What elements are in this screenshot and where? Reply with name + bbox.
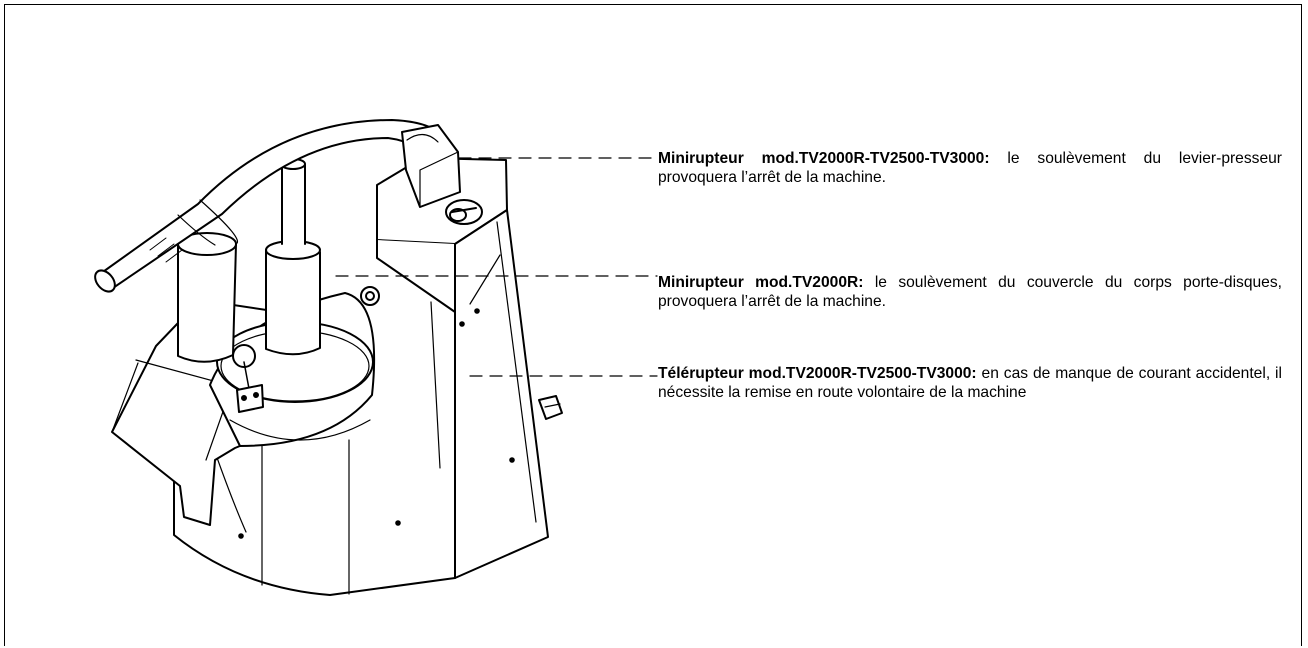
machine-lever xyxy=(94,119,461,293)
callout-lever-microswitch: Minirupteur mod.TV2000R-TV2500-TV3000: l… xyxy=(658,149,1282,187)
callout-text: en cas de manque de courant accidentel, … xyxy=(658,365,1282,401)
machine-bowl xyxy=(209,286,380,447)
callout-title: Télérupteur mod.TV2000R-TV2500-TV3000: xyxy=(658,365,977,382)
callout-text: le soulèvement du levier-presseur provoq… xyxy=(658,150,1282,186)
callout-remote-switch: Télérupteur mod.TV2000R-TV2500-TV3000: e… xyxy=(658,364,1282,402)
callout-title: Minirupteur mod.TV2000R-TV2500-TV3000: xyxy=(658,150,990,167)
callout-text: le soulèvement du couvercle du corps por… xyxy=(658,274,1282,310)
callout-lid-microswitch: Minirupteur mod.TV2000R: le soulèvement … xyxy=(658,273,1282,311)
page-frame xyxy=(4,4,1302,646)
callout-title: Minirupteur mod.TV2000R: xyxy=(658,274,864,291)
callout-leader-lines xyxy=(335,157,658,377)
machine-feed-tubes xyxy=(177,158,321,363)
